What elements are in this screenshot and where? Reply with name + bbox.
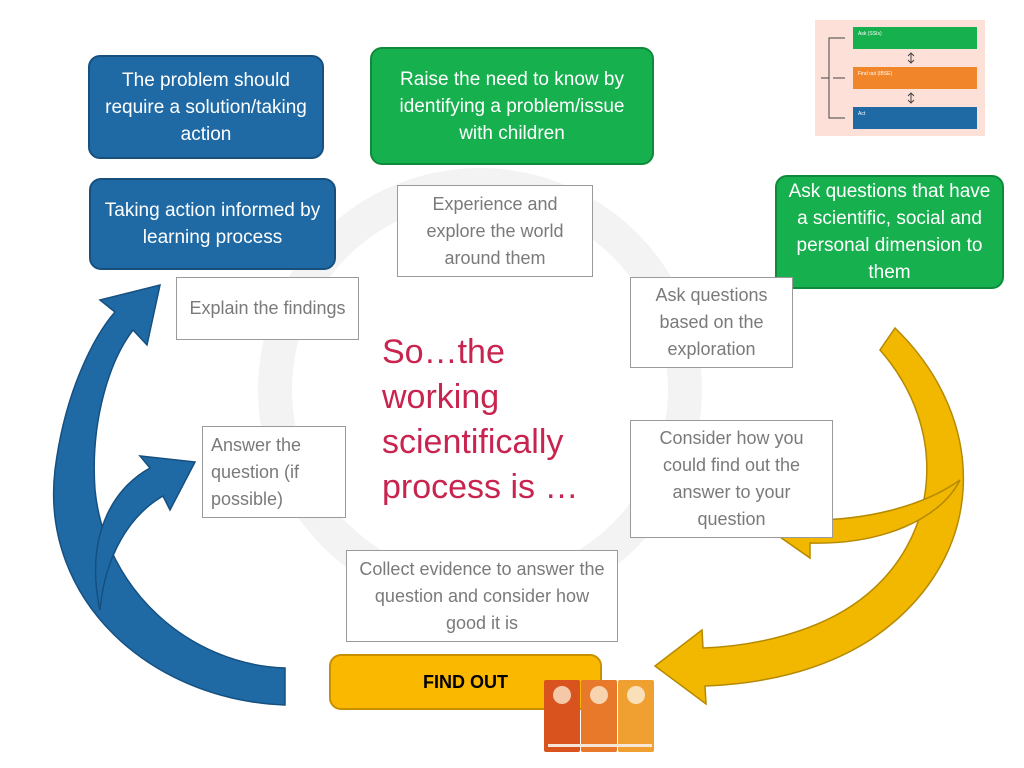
thumbnail-findout-bar: Find out (IBSE) [853, 67, 977, 89]
center-line-3: scientifically [382, 423, 564, 461]
find-out-text: FIND OUT [423, 671, 508, 692]
poster-arrow [548, 744, 652, 747]
thumbnail-ask-bar: Ask (SSIs) [853, 27, 977, 49]
gold-arrow-small [768, 479, 961, 560]
blue-arrow-large [52, 283, 286, 706]
problem-solution-text: The problem should require a solution/ta… [105, 69, 307, 145]
raise-need-box: Raise the need to know by identifying a … [370, 47, 654, 165]
consider-text: Consider how you could find out the answ… [659, 428, 804, 529]
ask-find-act-thumbnail: Ask (SSIs) Find out (IBSE) Act [815, 20, 985, 136]
raise-need-text: Raise the need to know by identifying a … [399, 68, 625, 144]
ask-exploration-box: Ask questions based on the exploration [630, 277, 793, 368]
problem-solution-box: The problem should require a solution/ta… [88, 55, 324, 159]
center-line-1: So…the [382, 333, 505, 371]
collect-box: Collect evidence to answer the question … [346, 550, 618, 642]
explain-box: Explain the findings [176, 277, 359, 340]
ask-questions-dimension-text: Ask questions that have a scientific, so… [788, 181, 991, 283]
center-line-4: process is … [382, 468, 579, 506]
thumbnail-act-text: Act [858, 111, 866, 117]
thumbnail-ask-text: Ask (SSIs) [858, 31, 882, 37]
center-heading: So…the working scientifically process is… [382, 330, 622, 510]
taking-action-box: Taking action informed by learning proce… [89, 178, 336, 270]
ask-exploration-text: Ask questions based on the exploration [655, 285, 768, 359]
experience-box: Experience and explore the world around … [397, 185, 593, 277]
thumbnail-findout-text: Find out (IBSE) [858, 71, 893, 77]
collect-text: Collect evidence to answer the question … [359, 558, 605, 633]
answer-box: Answer the question (if possible) [202, 426, 346, 518]
explain-text: Explain the findings [189, 298, 346, 318]
center-line-2: working [382, 378, 500, 416]
poster-icon-3 [627, 686, 645, 704]
poster-graphic [544, 680, 656, 758]
poster-icon-1 [553, 686, 571, 704]
ask-questions-dimension-box: Ask questions that have a scientific, so… [775, 175, 1004, 289]
poster-icon-2 [590, 686, 608, 704]
consider-box: Consider how you could find out the answ… [630, 420, 833, 538]
thumbnail-bracket [821, 37, 915, 119]
taking-action-text: Taking action informed by learning proce… [104, 200, 321, 248]
experience-text: Experience and explore the world around … [426, 193, 564, 268]
thumbnail-act-bar: Act [853, 107, 977, 129]
blue-arrow-small [94, 455, 197, 611]
answer-text: Answer the question (if possible) [211, 434, 302, 509]
